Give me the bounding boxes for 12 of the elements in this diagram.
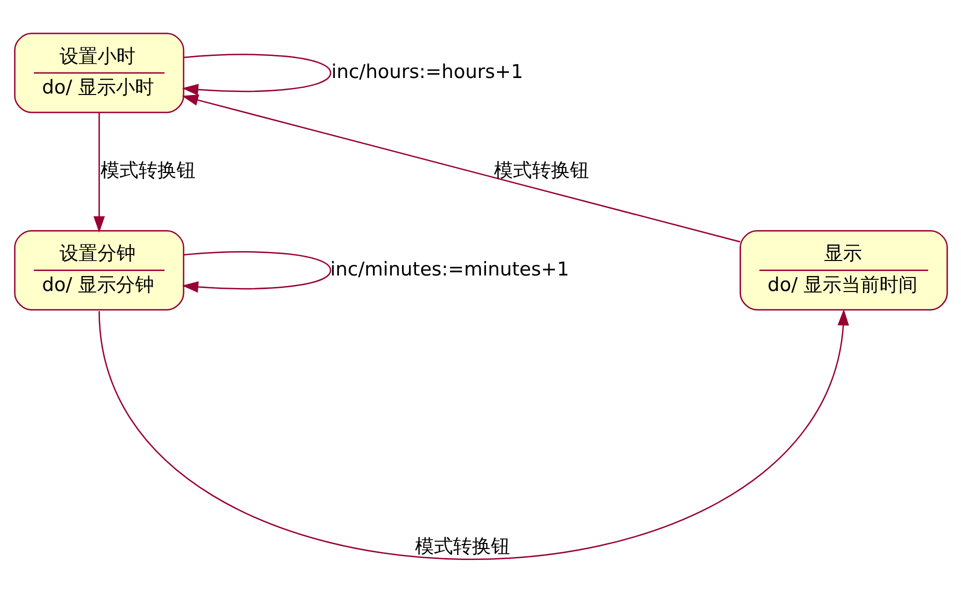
arrow bbox=[92, 112, 104, 232]
node-box: 设置小时 do/ 显示小时 bbox=[14, 32, 184, 113]
edge-label: 模式转换钮 bbox=[414, 534, 510, 557]
node-box: 显示 do/ 显示当前时间 bbox=[739, 230, 948, 310]
node-box: 设置分钟 do/ 显示分钟 bbox=[14, 230, 184, 310]
edge-label: inc/minutes:=minutes+1 bbox=[330, 258, 569, 280]
edge-label: 模式转换钮 bbox=[100, 159, 196, 182]
arrow bbox=[181, 94, 740, 242]
arrow bbox=[181, 53, 331, 95]
edge-label: 模式转换钮 bbox=[494, 159, 589, 182]
edge-label: inc/hours:=hours+1 bbox=[330, 60, 523, 82]
arrow bbox=[181, 250, 331, 292]
